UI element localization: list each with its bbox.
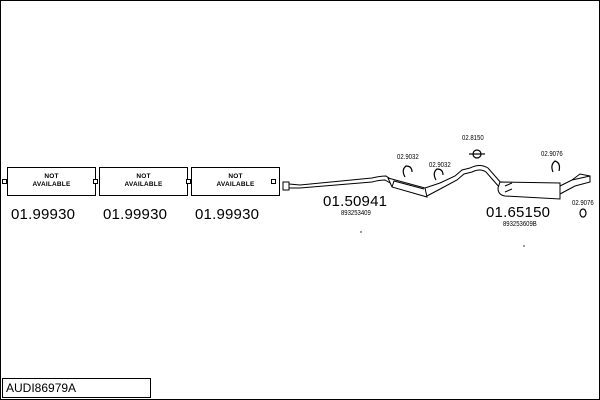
not-available-line1: NOT: [44, 173, 59, 180]
model-box: AUDI86979A: [2, 378, 151, 398]
not-available-line1: NOT: [136, 173, 151, 180]
model-label: AUDI86979A: [6, 381, 77, 395]
part-number-middle-silencer: 01.50941: [323, 193, 388, 210]
part-number-na-3: 01.99930: [195, 206, 260, 223]
not-available-box-1: NOT AVAILABLE: [7, 167, 96, 196]
not-available-line2: AVAILABLE: [32, 181, 71, 188]
not-available-box-2: NOT AVAILABLE: [99, 167, 188, 196]
connector-pipe: [469, 165, 503, 185]
oe-number-rear-silencer: 893253609B: [503, 221, 537, 228]
oe-number-middle-silencer: 893253409: [341, 210, 371, 217]
part-number-rear-silencer: 01.65150: [486, 204, 551, 221]
hanger-icon: [551, 160, 561, 173]
front-pipe-flange: [282, 181, 290, 191]
not-available-line1: NOT: [228, 173, 243, 180]
middle-silencer: [387, 177, 428, 198]
accessory-label-4: 02.9076: [541, 149, 563, 158]
connector-marker: [271, 179, 276, 184]
not-available-box-3: NOT AVAILABLE: [191, 167, 280, 196]
accessory-label-2: 02.9032: [429, 160, 451, 169]
rubber-mount-icons: [402, 149, 587, 218]
part-number-na-2: 01.99930: [103, 206, 168, 223]
ring-icon: [579, 208, 587, 218]
hanger-icon: [402, 165, 413, 178]
accessory-label-1: 02.9032: [397, 152, 419, 161]
not-available-line2: AVAILABLE: [216, 181, 255, 188]
hanger-icon: [433, 168, 444, 181]
accessory-label-3: 02.8150: [462, 133, 484, 142]
part-number-na-1: 01.99930: [11, 206, 76, 223]
connector-marker: [93, 179, 98, 184]
accessory-label-5: 02.9076: [572, 198, 594, 207]
connector-marker: [2, 179, 7, 184]
tail-pipe: [559, 175, 591, 195]
rear-silencer: [497, 181, 561, 200]
not-available-line2: AVAILABLE: [124, 181, 163, 188]
connector-marker: [186, 179, 191, 184]
front-pipe: [288, 175, 393, 186]
